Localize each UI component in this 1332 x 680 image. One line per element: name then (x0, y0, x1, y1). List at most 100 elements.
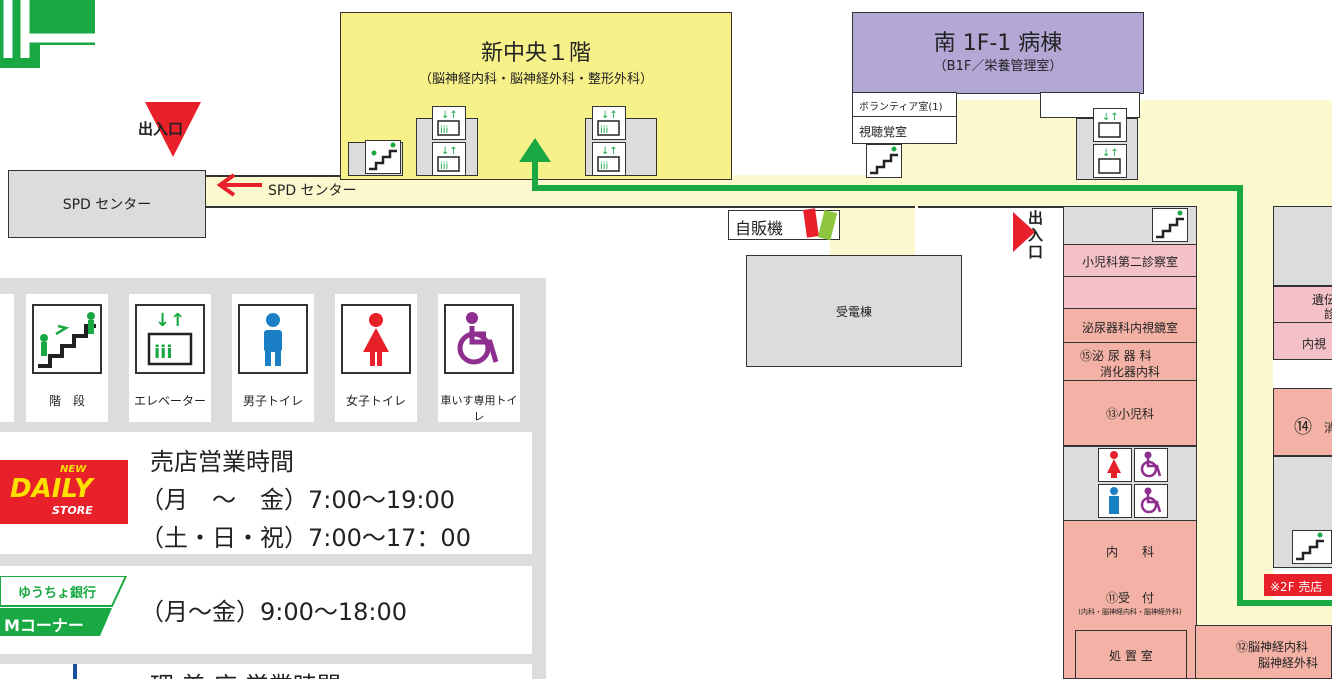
entrance-top-marker (143, 102, 203, 157)
legend-stairs-label: 階 段 (48, 394, 85, 408)
far-right-room-top (1273, 206, 1332, 286)
av-room[interactable]: 視聴覚室 (852, 116, 957, 144)
pediatrics-second-room[interactable]: 小児科第二診察室 (1063, 244, 1197, 278)
legend-wheelchair-label: 車いす専用トイレ (440, 394, 518, 423)
spd-arrow-label: SPD センター (268, 183, 357, 199)
internal-label: 内 科 (1105, 545, 1154, 559)
corridor-border-bottom (205, 206, 915, 208)
atm-label: Mコーナー (4, 616, 84, 635)
shop-hours-row: NEW DAILY STORE 売店営業時間 （月 ～ 金）7:00～19:00… (0, 432, 532, 554)
svg-text:iii: iii (600, 125, 608, 136)
urology-endoscopy-label: 泌尿器科内視鏡室 (1081, 321, 1178, 335)
women-toilet-icon[interactable] (1098, 448, 1132, 482)
pink-room (1063, 276, 1197, 310)
svg-text:iii: iii (440, 161, 448, 172)
legend-women: 女子トイレ (335, 294, 417, 422)
r12-sub-label: 脳神経外科 (1258, 656, 1319, 670)
elevator-icon[interactable]: ↓↑ iii (592, 142, 626, 176)
r13-label: ⑬小児科 (1105, 407, 1154, 421)
svg-text:iii: iii (600, 161, 608, 172)
atm-hours: （月～金）9:00～18:00 (140, 598, 408, 626)
urology-gastro-room[interactable]: ⑮泌 尿 器 科 消化器内科 (1063, 342, 1197, 382)
power-building-label: 受電棟 (835, 304, 872, 319)
atm-row: ゆうちょ銀行 Mコーナー （月～金）9:00～18:00 (0, 566, 532, 654)
south-building[interactable]: 南 1F-1 病棟 （B1F／栄養管理室） (852, 12, 1144, 94)
wheelchair-toilet-icon (444, 304, 514, 374)
logo-top: NEW (60, 464, 87, 475)
stairs-icon[interactable] (1292, 530, 1332, 564)
floor-tab (0, 0, 95, 68)
vending-label: 自販機 (735, 219, 784, 238)
shop-weekday: （月 ～ 金）7:00～19:00 (140, 486, 456, 514)
daily-store-logo: NEW DAILY STORE (0, 460, 128, 524)
wheelchair-toilet-icon[interactable] (1134, 484, 1168, 518)
barber-hours: 理 美 店 営業時間 (150, 666, 341, 679)
east-wing-top (918, 206, 1068, 208)
stairs-icon[interactable] (365, 140, 401, 174)
shop-weekend: （土・日・祝）7:00～17：00 (140, 524, 471, 552)
elevator-icon[interactable]: ↓↑ iii (432, 106, 466, 140)
bank-name: ゆうちょ銀行 (18, 586, 97, 601)
stairs-icon[interactable] (866, 144, 902, 178)
spd-center-label: SPD センター (62, 197, 152, 213)
men-toilet-icon[interactable] (1098, 484, 1132, 518)
r12-label: ⑫脳神経内科 (1236, 640, 1309, 654)
far-right-r14[interactable]: ⑭ 消 (1273, 388, 1332, 456)
pediatrics-room[interactable]: ⑬小児科 (1063, 380, 1197, 446)
svg-text:↓↑: ↓↑ (1102, 148, 1119, 159)
vending-corridor (830, 205, 915, 255)
svg-text:↓↑: ↓↑ (441, 110, 458, 121)
volunteer-room-label: ボランティア室(1) (859, 102, 943, 113)
south-title: 南 1F-1 病棟 (933, 31, 1063, 56)
volunteer-room[interactable]: ボランティア室(1) (852, 92, 957, 118)
stairs-icon (32, 304, 102, 374)
far-r14b-label: 消 (1324, 421, 1332, 435)
entrance-right-label: 出入口 (1028, 209, 1044, 261)
legend-card-partial (0, 294, 14, 422)
shop-note: ※2F 売店 (1264, 574, 1332, 596)
power-building[interactable]: 受電棟 (746, 255, 962, 367)
svg-text:↓↑: ↓↑ (155, 310, 185, 331)
spd-center[interactable]: SPD センター (8, 170, 206, 238)
urology-endoscopy-room[interactable]: 泌尿器科内視鏡室 (1063, 308, 1197, 344)
svg-text:↓↑: ↓↑ (601, 110, 618, 121)
logo-main: DAILY (10, 474, 93, 504)
svg-text:↓↑: ↓↑ (601, 146, 618, 157)
legend-women-label: 女子トイレ (345, 394, 406, 408)
entrance-right-marker (1013, 212, 1043, 260)
shop-title: 売店営業時間 (150, 448, 294, 476)
svg-text:iii: iii (440, 125, 448, 136)
route-line (510, 130, 1332, 610)
elevator-icon[interactable]: ↓↑ iii (592, 106, 626, 140)
vending-machine[interactable]: 自販機 (728, 208, 840, 241)
vending-icon (803, 208, 838, 241)
men-toilet-icon (238, 304, 308, 374)
elevator-icon[interactable]: ↓↑iii (432, 142, 466, 176)
shop-note-label: ※2F 売店 (1270, 580, 1323, 594)
far-genetic2-label: 診 (1324, 307, 1332, 321)
treatment-room[interactable]: 処 置 室 (1075, 630, 1187, 679)
legend-elevator: ↓↑iii エレベーター (129, 294, 211, 422)
legend-stairs: 階 段 (26, 294, 108, 422)
neuro-room[interactable]: ⑫脳神経内科 脳神経外科 (1195, 625, 1332, 679)
elevator-icon[interactable]: ↓↑ (1093, 144, 1127, 178)
elevator-icon[interactable]: ↓↑ (1093, 108, 1127, 142)
treatment-label: 処 置 室 (1109, 649, 1153, 663)
r11-sub-label: (内科・脳神経内科・脳神経外科) (1078, 608, 1182, 616)
women-toilet-icon (341, 304, 411, 374)
av-room-label: 視聴覚室 (859, 125, 908, 139)
stairs-icon[interactable] (1152, 208, 1188, 242)
wheelchair-toilet-icon[interactable] (1134, 448, 1168, 482)
far-right-genetic[interactable]: 遺伝 診 (1273, 286, 1332, 324)
new-central-sub: （脳神経内科・脳神経外科・整形外科） (418, 72, 653, 87)
far-r14-label: ⑭ (1294, 417, 1312, 438)
far-endo-label: 内視 (1302, 337, 1327, 351)
far-right-endo[interactable]: 内視 (1273, 322, 1332, 360)
corridor-border-top (205, 175, 340, 177)
new-central-title: 新中央１階 (480, 41, 591, 66)
r15-label: ⑮泌 尿 器 科 (1080, 349, 1152, 363)
barber-icon (68, 664, 82, 679)
legend-men-label: 男子トイレ (242, 394, 303, 408)
svg-text:↓↑: ↓↑ (1102, 112, 1119, 123)
svg-text:iii: iii (154, 342, 173, 363)
